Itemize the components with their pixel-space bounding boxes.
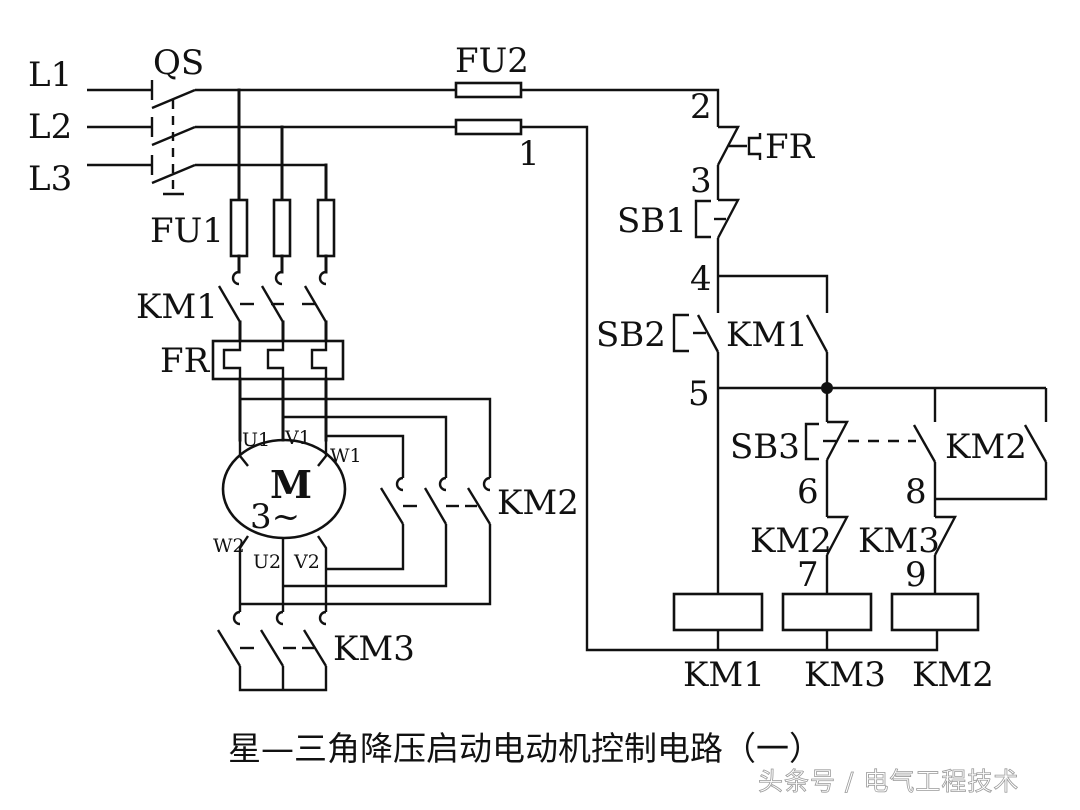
overload-contact-fr: 2 FR	[690, 87, 816, 167]
node-9: 9	[905, 555, 927, 595]
node-8: 8	[905, 472, 927, 512]
coil-km2	[890, 592, 980, 632]
coil-km1	[672, 592, 764, 632]
sb1-label: SB1	[617, 201, 687, 241]
switch-button-sb3: SB3 KM2 6 8	[730, 388, 1048, 517]
km2-hold-label: KM2	[945, 427, 1027, 467]
interlock-km3-label: KM3	[858, 521, 940, 561]
phase-labels: L1 L2 L3	[28, 55, 72, 199]
fr-main-label: FR	[160, 341, 211, 381]
node-6: 6	[797, 472, 819, 512]
watermark: 头条号 / 电气工程技术	[758, 767, 1020, 797]
node-2: 2	[690, 87, 712, 127]
interlock-contacts: KM2 KM3 7 9	[750, 515, 957, 595]
junction-dot	[821, 382, 833, 394]
fu1-label: FU1	[150, 211, 224, 251]
diagram-caption: 星—三角降压启动电动机控制电路（一）	[228, 729, 822, 768]
interlock-km2-label: KM2	[750, 521, 832, 561]
terminal-v1: V1	[284, 427, 311, 449]
main-contactor-km1: KM1	[136, 285, 328, 347]
terminal-u1: U1	[242, 429, 270, 451]
motor-m: M 3~ U1 V1 W1 W2 U2 V2	[213, 427, 362, 612]
qs-label: QS	[153, 43, 204, 83]
star-contactor-km3: KM3	[216, 610, 415, 692]
km2-main-label: KM2	[497, 483, 579, 523]
motor-symbol: M	[270, 462, 312, 507]
node-7: 7	[797, 555, 819, 595]
km3-main-label: KM3	[333, 629, 415, 669]
node-5: 5	[688, 374, 710, 414]
fu2-label: FU2	[455, 41, 529, 81]
motor-type: 3~	[250, 497, 300, 537]
coil-label-km1: KM1	[683, 655, 765, 695]
stop-button-sb1: 3 SB1	[617, 161, 740, 313]
delta-wiring	[240, 397, 492, 478]
terminal-w1: W1	[330, 445, 362, 467]
node-4: 4	[690, 259, 712, 299]
phase-label-l1: L1	[28, 55, 72, 95]
incoming-lines	[87, 80, 154, 175]
control-fuse-fu2: FU2 1	[454, 41, 540, 174]
coil-label-km2: KM2	[912, 655, 994, 695]
terminal-w2: W2	[213, 535, 245, 557]
fr-control-label: FR	[765, 127, 816, 167]
node-1: 1	[518, 134, 540, 174]
phase-label-l2: L2	[28, 107, 72, 147]
coils: KM1 KM3 KM2	[672, 592, 994, 695]
phase-label-l3: L3	[28, 159, 72, 199]
start-button-sb2: 4 SB2 KM1 5	[596, 259, 1046, 597]
km1-hold-label: KM1	[726, 315, 808, 355]
coil-km3	[781, 592, 873, 632]
node-3: 3	[690, 161, 712, 201]
terminal-u2: U2	[253, 551, 281, 573]
main-fuses-fu1: FU1	[150, 198, 336, 286]
control-wiring	[521, 88, 939, 652]
km1-main-label: KM1	[136, 287, 218, 327]
isolator-switch-qs: QS	[151, 43, 204, 196]
coil-label-km3: KM3	[804, 655, 886, 695]
sb3-label: SB3	[730, 427, 800, 467]
terminal-v2: V2	[293, 551, 320, 573]
thermal-relay-fr: FR	[160, 339, 345, 442]
delta-contactor-km2: KM2	[240, 476, 579, 606]
sb2-label: SB2	[596, 315, 666, 355]
